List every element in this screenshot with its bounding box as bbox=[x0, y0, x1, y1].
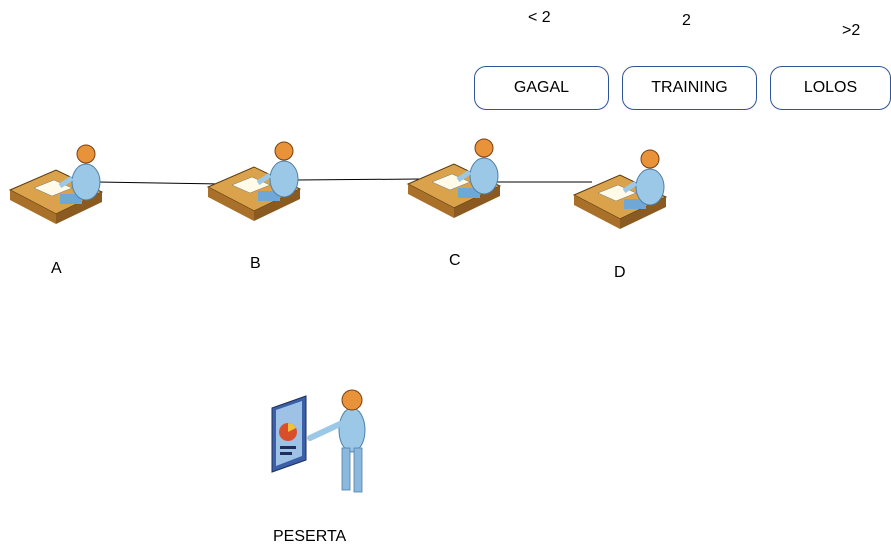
desk-worker-icon-d bbox=[572, 149, 668, 229]
result-box-gagal: GAGAL bbox=[474, 66, 609, 110]
desk-worker-icon-a bbox=[8, 144, 104, 224]
presenter-icon bbox=[271, 389, 366, 493]
node-label-a: A bbox=[51, 260, 62, 277]
result-box-lolos: LOLOS bbox=[770, 66, 891, 110]
threshold-value-fail: < 2 bbox=[528, 9, 551, 26]
node-label-b: B bbox=[250, 255, 261, 272]
desk-worker-icon-b bbox=[206, 141, 302, 221]
node-label-d: D bbox=[614, 264, 626, 281]
result-label-training: TRAINING bbox=[651, 79, 728, 96]
participant-label: PESERTA bbox=[273, 528, 347, 545]
result-label-gagal: GAGAL bbox=[513, 79, 570, 96]
connector-a-b bbox=[97, 181, 223, 185]
result-label-lolos: LOLOS bbox=[803, 79, 858, 96]
desk-worker-icon-c bbox=[406, 138, 502, 218]
connector-b-c bbox=[296, 178, 421, 181]
result-box-training: TRAINING bbox=[622, 66, 757, 110]
threshold-value-training: 2 bbox=[682, 12, 691, 29]
node-label-c: C bbox=[449, 252, 461, 269]
threshold-value-pass: >2 bbox=[842, 22, 861, 39]
